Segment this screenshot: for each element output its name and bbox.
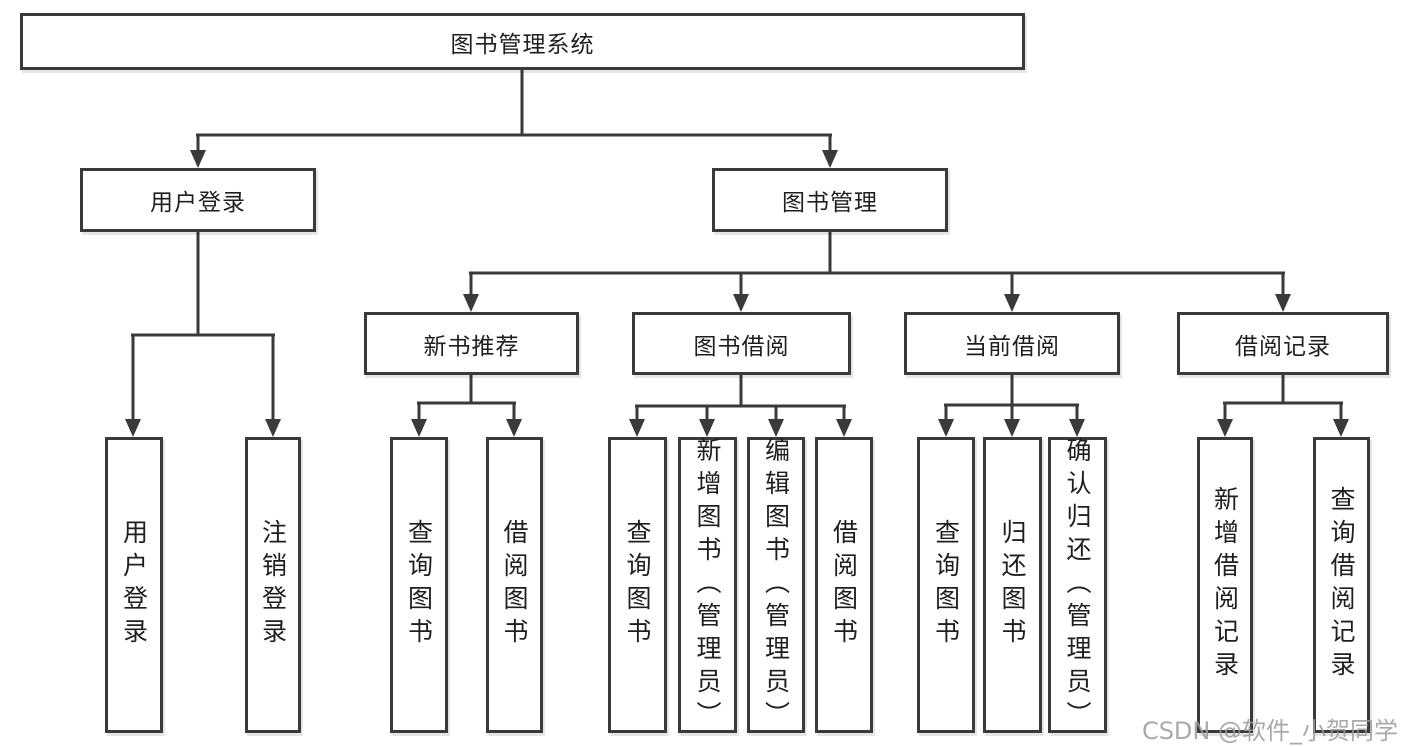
node-recommend-borrow-books: 借阅图书 (486, 437, 543, 733)
node-label: 注销登录 (258, 519, 288, 651)
node-label: 借阅图书 (500, 519, 529, 651)
node-label: 查询图书 (404, 519, 434, 651)
node-label: 归还图书 (998, 519, 1027, 651)
node-label: 借阅图书 (829, 519, 859, 651)
node-logout: 注销登录 (245, 437, 301, 733)
node-current-confirm-return-admin: 确认归还（管理员） (1048, 436, 1107, 734)
node-book-management-branch: 图书管理 (712, 168, 948, 232)
node-label: 用户登录 (119, 519, 149, 651)
watermark: CSDN @软件_小贺同学 (1141, 717, 1398, 745)
node-label: 查询图书 (931, 519, 961, 651)
node-label: 编辑图书（管理员） (761, 436, 791, 734)
node-user-login: 用户登录 (105, 437, 163, 733)
node-borrowing-records: 借阅记录 (1177, 312, 1389, 375)
node-user-login-branch: 用户登录 (80, 168, 316, 232)
node-records-query-record: 查询借阅记录 (1313, 437, 1370, 733)
node-borrowing-edit-books-admin: 编辑图书（管理员） (747, 436, 805, 734)
node-label: 查询图书 (623, 519, 652, 651)
node-recommend-query-books: 查询图书 (390, 437, 448, 733)
node-label: 用户登录 (150, 190, 246, 216)
node-current-query-books: 查询图书 (917, 437, 975, 733)
node-label: 新增借阅记录 (1210, 486, 1240, 684)
node-book-borrowing: 图书借阅 (632, 312, 851, 375)
node-system-root: 图书管理系统 (20, 13, 1025, 70)
node-label: 确认归还（管理员） (1063, 436, 1092, 734)
node-label: 查询借阅记录 (1327, 486, 1356, 684)
node-label: 图书管理 (782, 190, 878, 216)
node-borrowing-add-books-admin: 新增图书（管理员） (678, 436, 737, 734)
node-current-borrowing: 当前借阅 (904, 312, 1120, 375)
node-label: 新增图书（管理员） (693, 436, 722, 734)
node-current-return-books: 归还图书 (983, 437, 1042, 733)
node-label: 借阅记录 (1235, 333, 1331, 360)
node-borrowing-query-books: 查询图书 (608, 437, 667, 733)
node-label: 当前借阅 (964, 333, 1060, 360)
node-borrowing-borrow-books: 借阅图书 (815, 437, 873, 733)
node-label: 图书借阅 (693, 333, 790, 360)
node-records-add-record: 新增借阅记录 (1197, 437, 1253, 733)
node-new-book-recommend: 新书推荐 (364, 312, 579, 375)
node-label: 图书管理系统 (450, 31, 595, 58)
node-label: 新书推荐 (423, 333, 520, 360)
